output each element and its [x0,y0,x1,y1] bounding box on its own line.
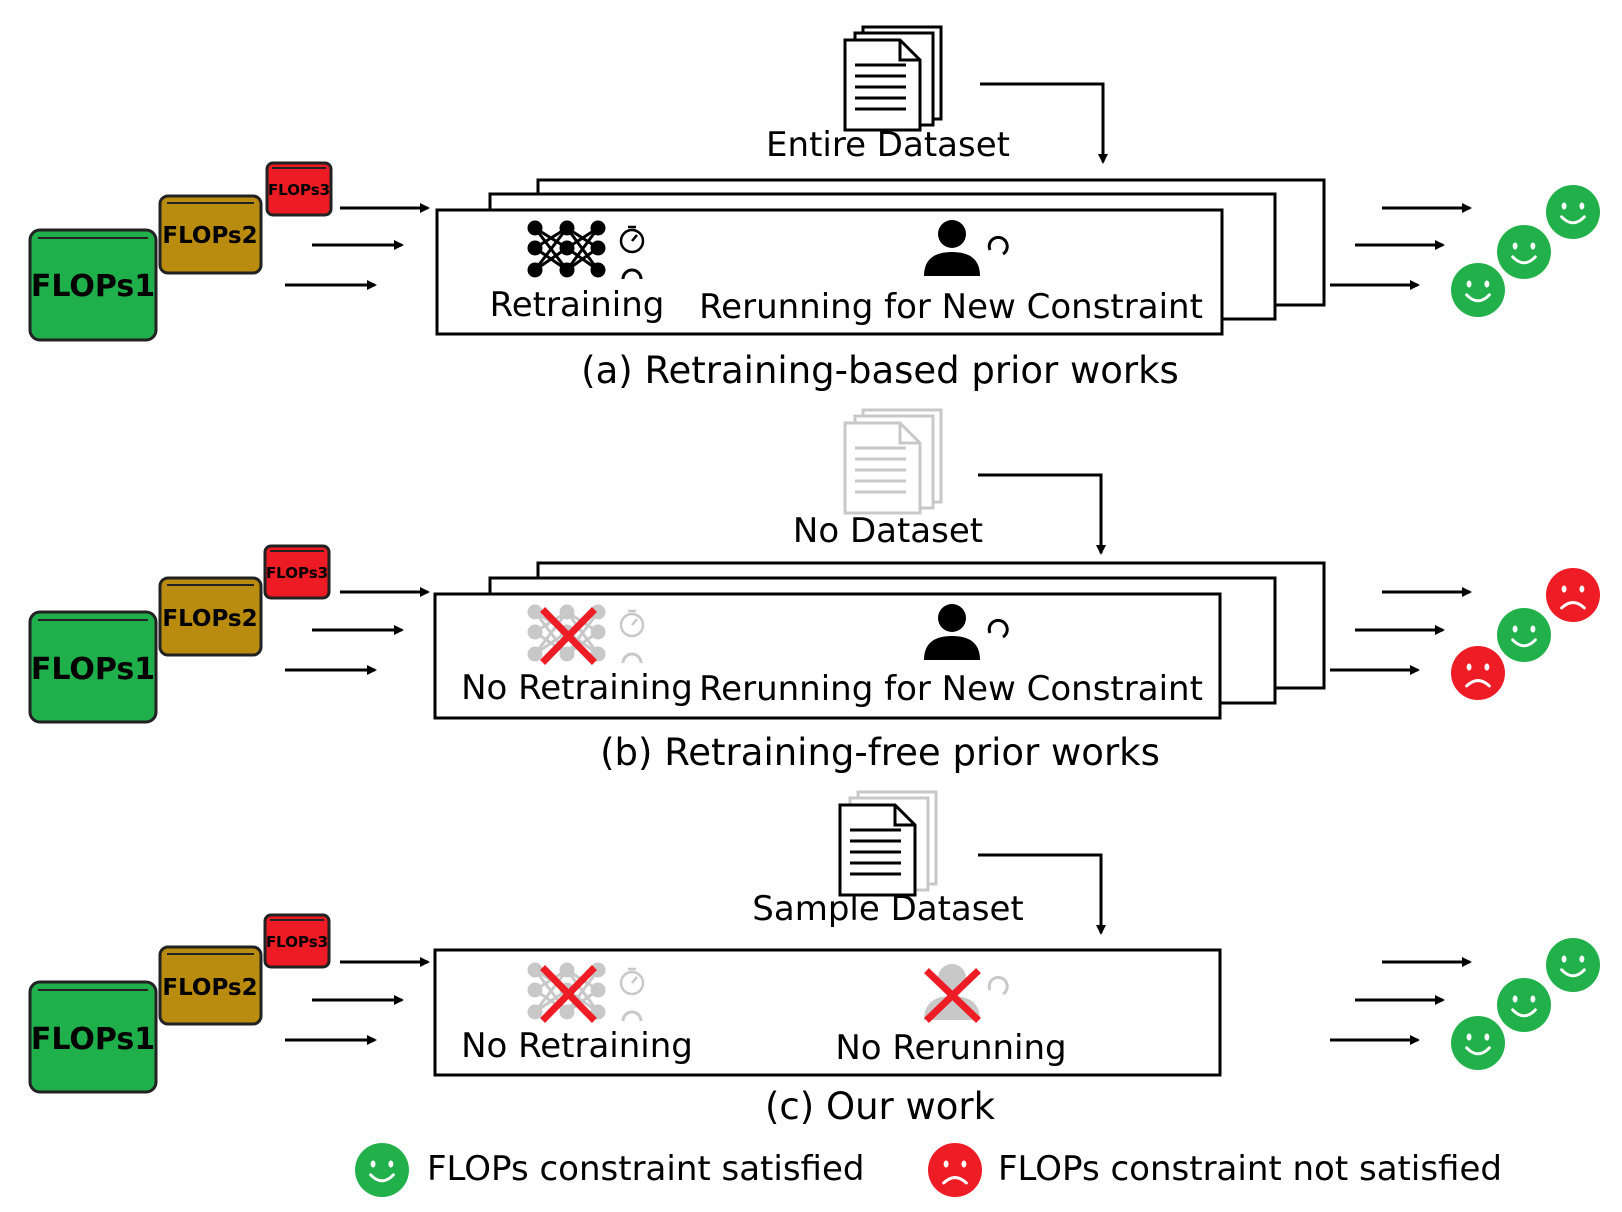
refresh-icon [987,618,1009,639]
panel-caption: (a) Retraining-based prior works [581,349,1179,392]
person-icon [924,604,980,660]
flops1-chip: FLOPs1 [28,980,158,1094]
retrain-label: No Retraining [461,1026,693,1066]
timer-icon-faded [619,967,645,996]
flops1-label: FLOPs1 [31,1022,155,1057]
flops3-label: FLOPs3 [268,181,330,199]
timer-icon [619,225,645,254]
legend-satisfied-label: FLOPs constraint satisfied [427,1149,864,1189]
dataset-icon-faded [843,408,943,515]
happy-face-icon [1497,608,1551,662]
legend: FLOPs constraint satisfied FLOPs constra… [355,1143,1502,1197]
legend-not-satisfied-label: FLOPs constraint not satisfied [998,1149,1502,1189]
sad-face-icon [928,1143,982,1197]
refresh-icon [621,268,643,280]
flops1-label: FLOPs1 [31,269,155,304]
timer-icon-faded [619,609,645,638]
flops2-chip: FLOPs2 [158,945,263,1026]
legend-happy-face-icon [355,1143,409,1197]
happy-face-icon [1451,263,1505,317]
dataset-label: Sample Dataset [752,889,1023,929]
flops1-chip: FLOPs1 [28,610,158,724]
panel-caption: (c) Our work [765,1085,996,1128]
flops3-label: FLOPs3 [266,564,328,582]
flops2-label: FLOPs2 [162,606,257,632]
happy-face-icon [1497,978,1551,1032]
flops3-label: FLOPs3 [266,933,328,951]
cross-icon [924,968,981,1023]
sad-face-icon [1451,646,1505,700]
dataset-label: Entire Dataset [766,125,1010,165]
retrain-label: No Retraining [461,668,693,708]
flops2-label: FLOPs2 [162,223,257,249]
flops1-chip: FLOPs1 [28,228,158,342]
panel-b: FLOPs3 FLOPs2 FLOPs1 No Dataset [28,408,1472,774]
dataset-arrow [978,473,1106,555]
dataset-icon [843,25,943,132]
flops2-label: FLOPs2 [162,975,257,1001]
legend-sad-face-icon [928,1143,982,1197]
flops2-chip: FLOPs2 [158,194,263,275]
panel-a: FLOPs3 FLOPs2 FLOPs1 Entire Datas [28,25,1472,392]
outcome-faces [1451,185,1600,1070]
happy-face-icon [1497,225,1551,279]
sample-dataset-icon [838,790,938,897]
rerun-label: Rerunning for New Constraint [699,669,1203,709]
refresh-icon-faded [987,975,1009,996]
rerun-label: No Rerunning [835,1028,1066,1068]
rerun-label: Rerunning for New Constraint [699,287,1203,327]
neural-network-icon [527,220,606,278]
cross-icon [540,607,597,665]
happy-face-icon [1451,1016,1505,1070]
panel-caption: (b) Retraining-free prior works [600,731,1160,774]
dataset-label: No Dataset [793,511,983,551]
happy-face-icon [355,1143,409,1197]
person-icon [924,220,980,276]
happy-face-icon [1546,185,1600,239]
sad-face-icon [1546,568,1600,622]
retrain-label: Retraining [490,285,665,325]
flops3-chip: FLOPs3 [263,544,331,600]
dataset-arrow [978,853,1106,935]
flops3-chip: FLOPs3 [265,161,333,217]
flops3-chip: FLOPs3 [263,913,331,969]
refresh-icon-faded [621,1010,643,1022]
refresh-icon-faded [621,652,643,664]
dataset-arrow [980,82,1108,164]
cross-icon [540,965,597,1023]
refresh-icon [987,235,1009,256]
happy-face-icon [1546,938,1600,992]
flops2-chip: FLOPs2 [158,576,263,657]
flops1-label: FLOPs1 [31,652,155,687]
panel-c: FLOPs3 FLOPs2 FLOPs1 Sample Dataset [28,790,1472,1128]
